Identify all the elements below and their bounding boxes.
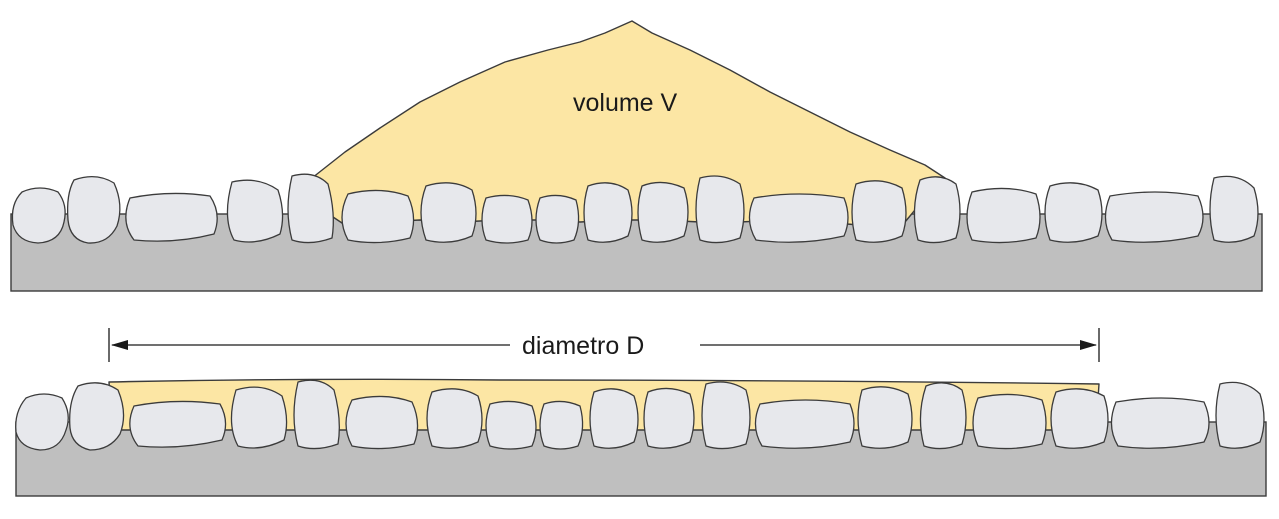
- stone: [583, 182, 633, 243]
- stone: [754, 399, 855, 449]
- arrowhead-right: [1080, 340, 1097, 350]
- stone: [919, 382, 967, 450]
- bottom-panel: [15, 378, 1267, 497]
- stone: [966, 187, 1041, 244]
- stone: [1209, 175, 1259, 243]
- stone: [637, 181, 689, 243]
- stone: [125, 192, 218, 242]
- stone: [129, 400, 227, 448]
- stone: [230, 386, 288, 449]
- diameter-dimension: diametro D: [108, 328, 1100, 362]
- stone: [1050, 388, 1109, 449]
- diameter-label: diametro D: [522, 332, 644, 360]
- stone: [420, 182, 477, 243]
- stone: [341, 189, 415, 244]
- stone: [66, 176, 121, 244]
- stone: [69, 382, 125, 451]
- stone: [1215, 381, 1265, 449]
- stone: [485, 400, 537, 450]
- stone: [695, 175, 745, 244]
- stone: [1104, 191, 1204, 243]
- stone: [426, 388, 483, 449]
- stone: [701, 381, 751, 450]
- stone: [287, 173, 334, 244]
- arrowhead-left: [111, 340, 128, 350]
- top-stone-layer: [11, 173, 1259, 244]
- top-panel: volume V: [10, 20, 1263, 292]
- stone: [15, 393, 69, 451]
- stone: [226, 179, 284, 243]
- stone: [913, 176, 961, 244]
- stone: [1044, 182, 1103, 243]
- stone: [481, 194, 533, 244]
- stone: [345, 395, 419, 450]
- stone: [857, 386, 913, 449]
- stone: [748, 193, 849, 243]
- volume-label: volume V: [573, 89, 678, 117]
- stone: [643, 387, 695, 449]
- stone: [293, 379, 340, 450]
- stone: [11, 187, 66, 244]
- stone: [589, 388, 639, 449]
- stone: [851, 180, 907, 243]
- stone: [1110, 397, 1210, 449]
- stone: [535, 194, 580, 244]
- bottom-stone-layer: [15, 379, 1265, 451]
- stone: [539, 400, 584, 450]
- stone: [972, 393, 1047, 450]
